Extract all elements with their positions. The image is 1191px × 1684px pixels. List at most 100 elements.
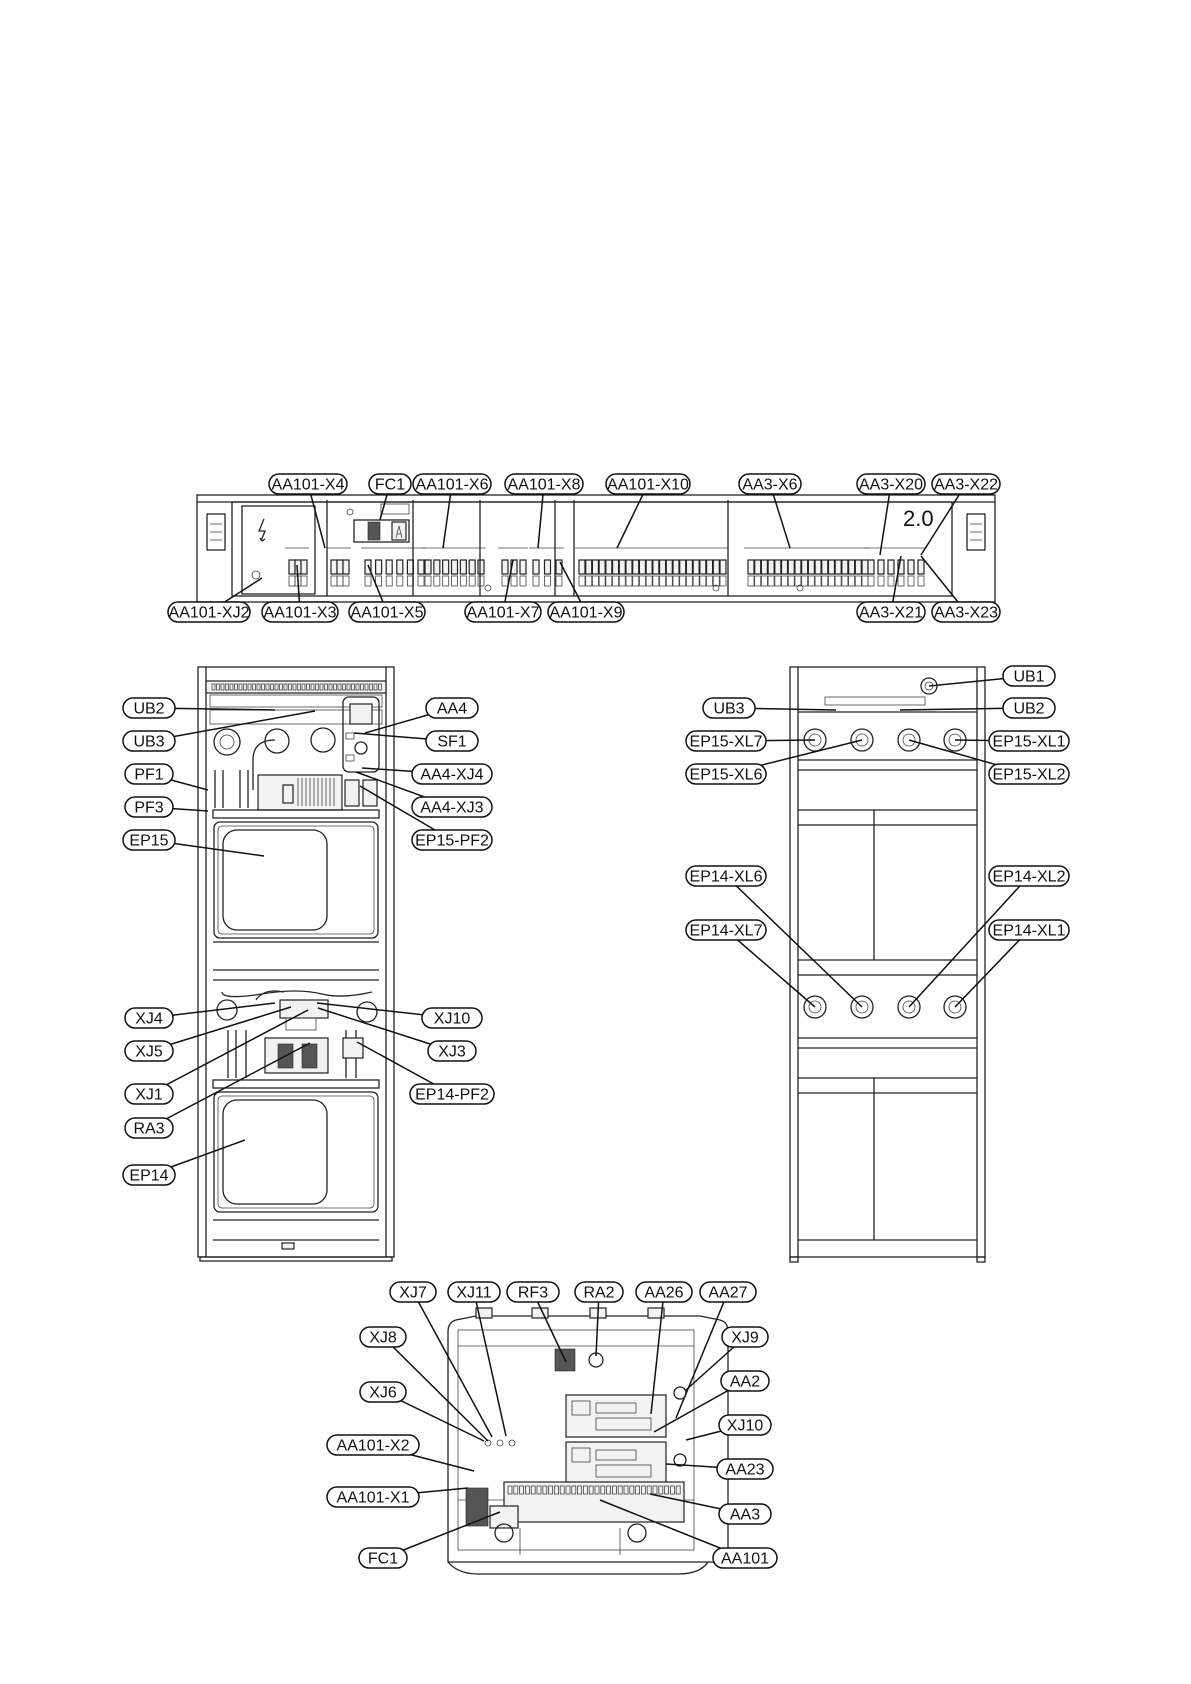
svg-text:FC1: FC1 bbox=[375, 477, 405, 494]
callout-ub2: UB2 bbox=[122, 697, 276, 719]
svg-text:XJ9: XJ9 bbox=[731, 1330, 759, 1347]
electrical-board-view bbox=[447, 1307, 729, 1575]
svg-text:AA3: AA3 bbox=[730, 1507, 760, 1524]
svg-text:UB2: UB2 bbox=[1013, 701, 1044, 718]
svg-text:PF3: PF3 bbox=[134, 800, 163, 817]
callout-aa101-x1: AA101-X1 bbox=[326, 1486, 469, 1508]
callout-ep15-xl1: EP15-XL1 bbox=[954, 730, 1070, 752]
callout-ep14-xl7: EP14-XL7 bbox=[685, 919, 816, 1008]
svg-text:AA3-X23: AA3-X23 bbox=[934, 605, 998, 622]
callout-aa101-x4: AA101-X4 bbox=[268, 473, 348, 549]
svg-text:RA2: RA2 bbox=[583, 1285, 614, 1302]
svg-text:AA101-X7: AA101-X7 bbox=[467, 605, 540, 622]
svg-text:SF1: SF1 bbox=[437, 734, 466, 751]
svg-text:XJ10: XJ10 bbox=[727, 1418, 764, 1435]
svg-text:EP15-XL1: EP15-XL1 bbox=[993, 734, 1066, 751]
svg-text:AA101: AA101 bbox=[721, 1551, 769, 1568]
svg-text:XJ1: XJ1 bbox=[135, 1087, 163, 1104]
svg-text:AA101-X8: AA101-X8 bbox=[508, 477, 581, 494]
callout-aa3-x21: AA3-X21 bbox=[856, 555, 926, 623]
svg-text:EP14-XL6: EP14-XL6 bbox=[690, 869, 763, 886]
callout-aa101-x8: AA101-X8 bbox=[504, 473, 584, 549]
callout-aa27: AA27 bbox=[675, 1281, 757, 1419]
svg-text:EP14-PF2: EP14-PF2 bbox=[415, 1087, 489, 1104]
callout-ra3: RA3 bbox=[124, 1042, 311, 1139]
callout-ep14-xl1: EP14-XL1 bbox=[954, 919, 1070, 1008]
callout-aa101-x7: AA101-X7 bbox=[464, 559, 542, 623]
svg-text:EP14-XL1: EP14-XL1 bbox=[993, 923, 1066, 940]
callout-xj11: XJ11 bbox=[447, 1281, 507, 1437]
callout-xj7: XJ7 bbox=[389, 1281, 493, 1438]
callout-rf3: RF3 bbox=[506, 1281, 567, 1363]
callout-aa3: AA3 bbox=[649, 1493, 772, 1525]
svg-text:EP15: EP15 bbox=[129, 833, 168, 850]
svg-text:AA4-XJ4: AA4-XJ4 bbox=[420, 767, 483, 784]
callout-ep15-xl7: EP15-XL7 bbox=[685, 730, 816, 752]
svg-text:UB3: UB3 bbox=[713, 701, 744, 718]
callout-aa4-xj4: AA4-XJ4 bbox=[361, 763, 493, 785]
svg-text:AA101-X10: AA101-X10 bbox=[607, 477, 689, 494]
callout-xj1: XJ1 bbox=[124, 1009, 309, 1105]
svg-text:EP14-XL7: EP14-XL7 bbox=[690, 923, 763, 940]
svg-text:XJ5: XJ5 bbox=[135, 1044, 163, 1061]
svg-text:EP14-XL2: EP14-XL2 bbox=[993, 869, 1066, 886]
callout-aa101-x2: AA101-X2 bbox=[326, 1434, 475, 1472]
svg-text:UB2: UB2 bbox=[133, 701, 164, 718]
callout-pf1: PF1 bbox=[124, 763, 209, 791]
svg-text:XJ11: XJ11 bbox=[456, 1285, 491, 1302]
svg-text:EP15-XL6: EP15-XL6 bbox=[690, 767, 763, 784]
callout-ep14-pf2: EP14-PF2 bbox=[356, 1041, 495, 1105]
svg-text:EP15-PF2: EP15-PF2 bbox=[415, 833, 489, 850]
callout-xj9: XJ9 bbox=[685, 1326, 769, 1391]
terminal-strip-panel: 2.0 bbox=[196, 494, 996, 603]
rear-cabinet-view bbox=[789, 666, 986, 1263]
svg-text:XJ10: XJ10 bbox=[434, 1011, 471, 1028]
svg-text:RA3: RA3 bbox=[133, 1121, 164, 1138]
callout-aa101-x10: AA101-X10 bbox=[605, 473, 691, 549]
callout-aa101: AA101 bbox=[599, 1499, 778, 1569]
callout-ep14-xl6: EP14-XL6 bbox=[685, 865, 863, 1008]
svg-text:AA101-XJ2: AA101-XJ2 bbox=[169, 605, 250, 622]
svg-text:AA3-X6: AA3-X6 bbox=[742, 477, 797, 494]
callout-aa101-x9: AA101-X9 bbox=[547, 561, 625, 623]
svg-text:RF3: RF3 bbox=[518, 1285, 548, 1302]
svg-text:AA23: AA23 bbox=[725, 1462, 764, 1479]
panel-marking: 2.0 bbox=[903, 506, 934, 531]
callout-ep15: EP15 bbox=[122, 829, 265, 857]
callout-aa4: AA4 bbox=[364, 697, 479, 734]
svg-text:AA4-XJ3: AA4-XJ3 bbox=[420, 800, 483, 817]
svg-text:AA101-X5: AA101-X5 bbox=[351, 605, 424, 622]
svg-text:AA101-X6: AA101-X6 bbox=[416, 477, 489, 494]
callout-ep14-xl2: EP14-XL2 bbox=[908, 865, 1070, 1008]
svg-text:XJ8: XJ8 bbox=[369, 1330, 397, 1347]
callout-ub1: UB1 bbox=[928, 665, 1056, 687]
svg-text:AA27: AA27 bbox=[708, 1285, 747, 1302]
svg-text:AA4: AA4 bbox=[437, 701, 467, 718]
svg-text:XJ4: XJ4 bbox=[135, 1011, 163, 1028]
svg-text:EP15-XL2: EP15-XL2 bbox=[993, 767, 1066, 784]
svg-text:AA101-X2: AA101-X2 bbox=[337, 1438, 410, 1455]
svg-text:AA26: AA26 bbox=[644, 1285, 683, 1302]
callout-aa101-x3: AA101-X3 bbox=[261, 564, 339, 623]
svg-text:AA101-X9: AA101-X9 bbox=[550, 605, 623, 622]
svg-text:AA101-X1: AA101-X1 bbox=[337, 1490, 410, 1507]
callout-aa2: AA2 bbox=[653, 1370, 770, 1433]
callout-xj8: XJ8 bbox=[359, 1326, 489, 1442]
callout-aa3-x23: AA3-X23 bbox=[920, 555, 1001, 623]
callout-fc1: FC1 bbox=[368, 473, 412, 521]
svg-text:AA101-X3: AA101-X3 bbox=[264, 605, 337, 622]
svg-text:PF1: PF1 bbox=[134, 767, 163, 784]
svg-text:XJ6: XJ6 bbox=[369, 1385, 397, 1402]
callout-fc1: FC1 bbox=[358, 1511, 501, 1569]
front-cabinet-view bbox=[197, 666, 395, 1262]
callout-aa101-x5: AA101-X5 bbox=[348, 564, 426, 623]
callout-xj6: XJ6 bbox=[359, 1381, 485, 1442]
callout-sf1: SF1 bbox=[353, 730, 479, 752]
svg-text:AA3-X21: AA3-X21 bbox=[859, 605, 923, 622]
callout-aa26: AA26 bbox=[635, 1281, 693, 1415]
callout-ep15-xl2: EP15-XL2 bbox=[908, 739, 1070, 785]
callout-ep15-pf2: EP15-PF2 bbox=[359, 785, 493, 851]
callout-xj4: XJ4 bbox=[124, 1002, 276, 1029]
callout-xj5: XJ5 bbox=[124, 1006, 292, 1062]
